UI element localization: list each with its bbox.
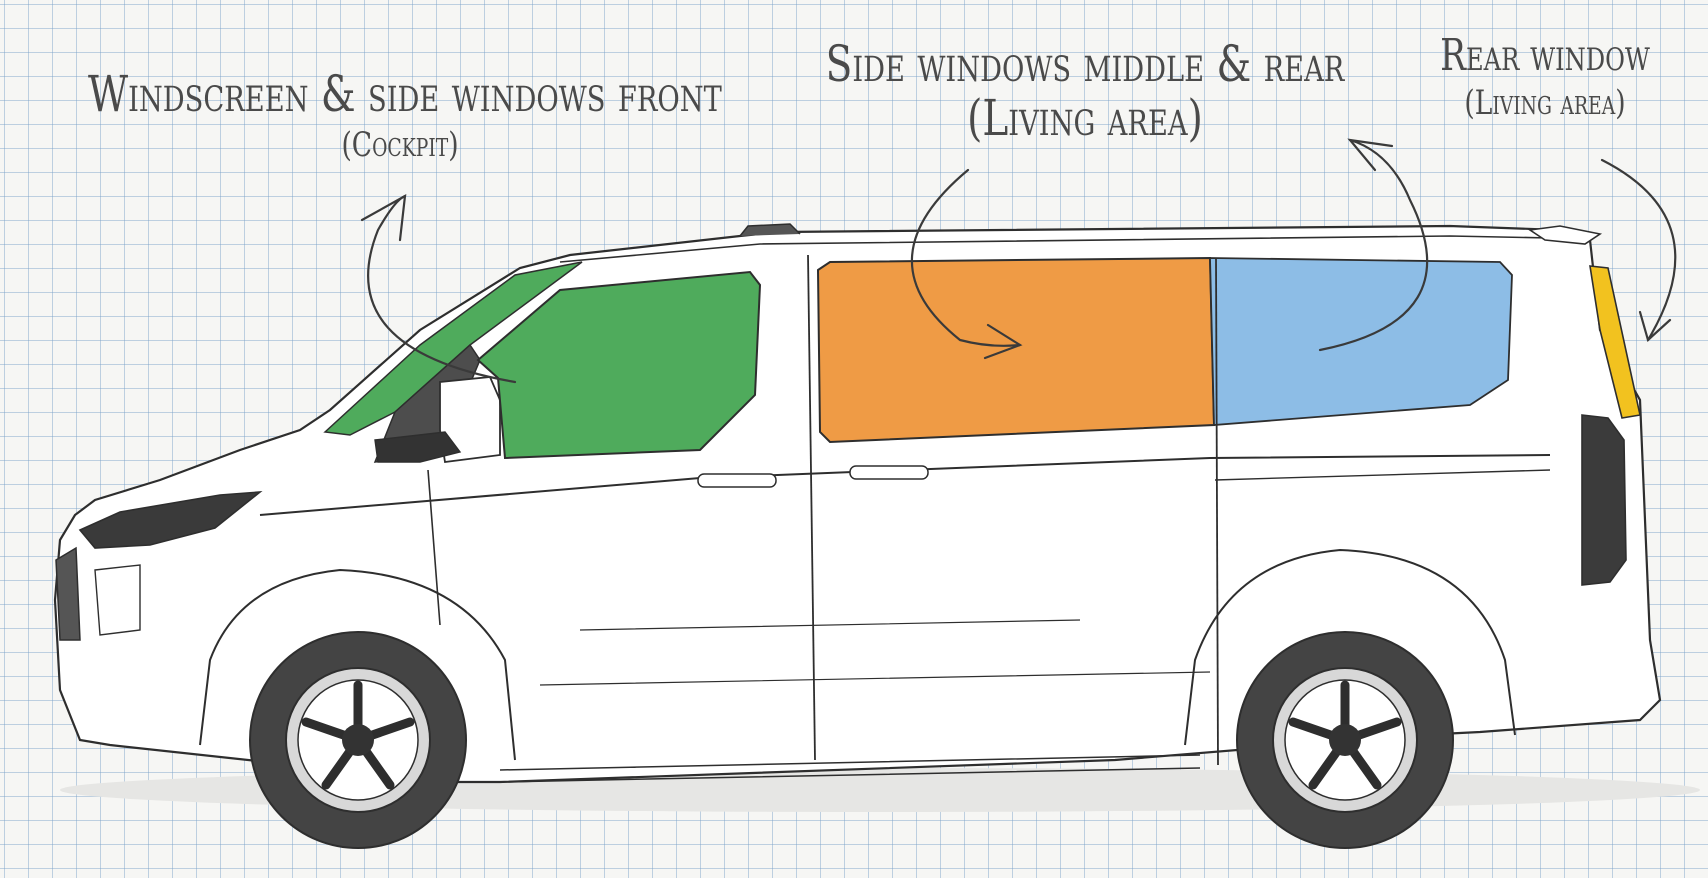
rear-spoiler (1527, 225, 1603, 245)
front-arrow (367, 194, 517, 384)
rear-window-zone (1589, 265, 1641, 419)
rear-side-arrowhead (1347, 138, 1394, 172)
tail-light (1581, 414, 1627, 586)
fog-light (94, 564, 141, 636)
rear-side-arrow (1318, 138, 1429, 352)
side-sill (499, 754, 1201, 783)
front-door-handle (697, 473, 777, 488)
sliding-door-handle (849, 465, 929, 480)
front-windows-sublabel: (Cockpit) (341, 125, 459, 165)
windscreen-zone (323, 261, 583, 436)
headlight (78, 491, 263, 549)
front-wheel (249, 631, 467, 849)
rear-wheel-arch (1184, 548, 1516, 746)
front-door-seam (427, 469, 441, 626)
belt-line (1214, 469, 1551, 481)
front-arrowhead (360, 193, 407, 242)
rear-side-window-zone (1209, 257, 1513, 426)
middle-windows-sublabel: (Living area) (967, 89, 1203, 147)
front-grille (55, 546, 81, 641)
rear-window-arrowhead (1638, 310, 1672, 343)
roof-line (559, 235, 1551, 263)
rear-window-arrow (1600, 158, 1677, 342)
rear-window-sublabel: (Living area) (1464, 83, 1626, 123)
lower-crease (539, 619, 1211, 686)
middle-windows-label: Side windows middle & rear (825, 35, 1345, 93)
front-side-window-zone (476, 270, 762, 460)
sliding-door-seam (1215, 257, 1219, 766)
middle-side-window-zone (816, 256, 1216, 444)
rear-wheel (1236, 631, 1454, 849)
roof-antenna (739, 223, 801, 237)
middle-arrowhead (983, 323, 1023, 360)
shoulder-line (259, 454, 1551, 516)
front-windows-label: Windscreen & side windows front (88, 65, 722, 123)
b-pillar (807, 254, 816, 761)
mirror-base (374, 431, 462, 463)
middle-arrow (910, 168, 1022, 347)
front-wheel-arch (199, 568, 516, 761)
rear-window-label: Rear window (1440, 30, 1650, 81)
